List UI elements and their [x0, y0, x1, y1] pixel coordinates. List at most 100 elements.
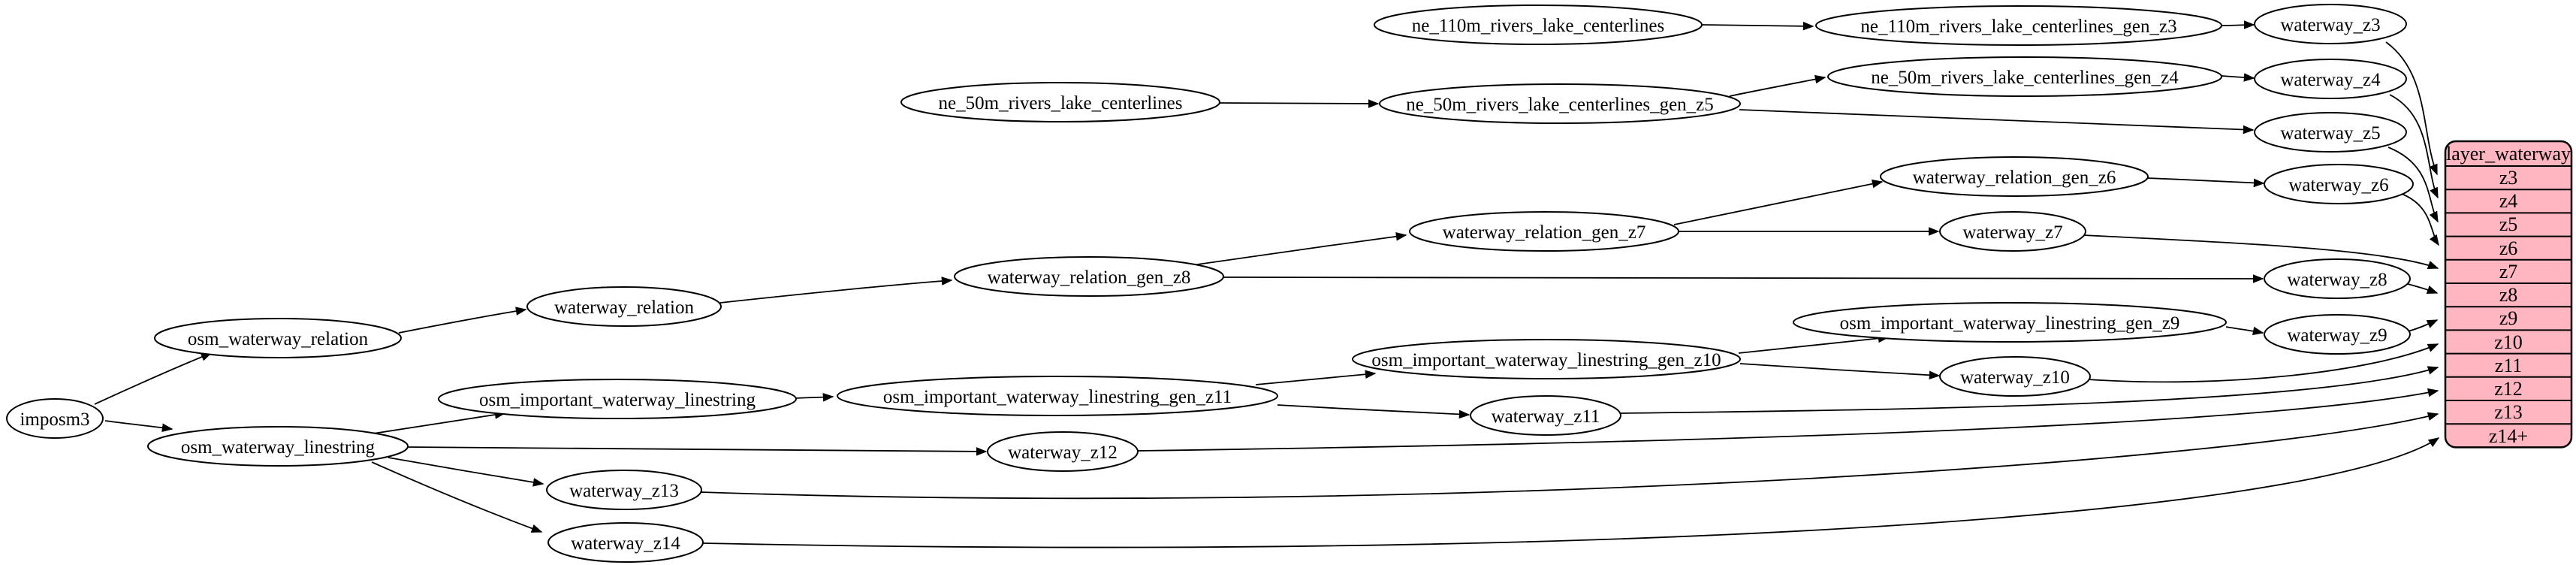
edge-waterway_z8-to-row_z8: [2407, 283, 2439, 294]
node-osm_important_waterway_linestring_gen_z11: osm_important_waterway_linestring_gen_z1…: [837, 376, 1278, 416]
node-ne_110m_rivers_lake_centerlines_gen_z3: ne_110m_rivers_lake_centerlines_gen_z3: [1815, 5, 2222, 46]
node-osm_important_waterway_linestring_gen_z11-ellipse: [837, 376, 1278, 416]
edge-waterway_relation-to-wr_gen_z8: [719, 276, 953, 304]
node-waterway_relation_gen_z8: waterway_relation_gen_z8: [954, 256, 1224, 297]
table-row-z13: z13: [2494, 401, 2523, 423]
node-osm_waterway_linestring: osm_waterway_linestring: [147, 426, 409, 467]
nodes: ne_110m_rivers_lake_centerlines ne_110m_…: [6, 4, 2414, 563]
table-row-z7: z7: [2499, 261, 2518, 282]
node-osm_important_waterway_linestring_gen_z9-ellipse: [1793, 302, 2227, 343]
node-waterway_z12: waterway_z12: [987, 431, 1139, 472]
edge-oiw_gen_z11-to-oiw_gen_z10: [1255, 370, 1377, 385]
node-osm_important_waterway_linestring_gen_z10-label: osm_important_waterway_linestring_gen_z1…: [1371, 350, 1721, 370]
table-layer_waterway-frame: [2444, 140, 2573, 449]
node-ne_50m_rivers_lake_centerlines_gen_z4-label: ne_50m_rivers_lake_centerlines_gen_z4: [1871, 68, 2179, 88]
table-row-z3: z3: [2499, 167, 2518, 189]
node-waterway_z8-label: waterway_z8: [2287, 270, 2387, 290]
node-osm_important_waterway_linestring_gen_z9: osm_important_waterway_linestring_gen_z9: [1793, 302, 2227, 343]
node-waterway_z10: waterway_z10: [1939, 356, 2091, 397]
node-waterway_z5-label: waterway_z5: [2280, 123, 2380, 144]
edge-ne50m_gen_z4-to-waterway_z4: [2221, 73, 2255, 82]
node-waterway_relation-label: waterway_relation: [554, 298, 695, 318]
edge-ne110m_gen_z3-to-waterway_z3: [2221, 20, 2255, 29]
node-waterway_z4-ellipse: [2254, 59, 2407, 99]
node-waterway_z3-label: waterway_z3: [2280, 15, 2380, 35]
edge-osm_waterway_linestring-to-osm_important: [373, 410, 506, 434]
node-osm_important_waterway_linestring_gen_z9-label: osm_important_waterway_linestring_gen_z9: [1840, 313, 2180, 334]
table-row-z9: z9: [2499, 307, 2518, 329]
node-waterway_z3: waterway_z3: [2254, 4, 2407, 44]
node-ne_50m_rivers_lake_centerlines-label: ne_50m_rivers_lake_centerlines: [939, 93, 1183, 113]
node-waterway_z14-label: waterway_z14: [571, 533, 680, 554]
node-waterway_z4: waterway_z4: [2254, 59, 2407, 99]
edge-wr_gen_z8-to-waterway_z8: [1223, 274, 2264, 283]
node-ne_50m_rivers_lake_centerlines-ellipse: [900, 82, 1220, 122]
node-waterway_z6-label: waterway_z6: [2288, 175, 2388, 195]
node-waterway_z9: waterway_z9: [2264, 314, 2411, 355]
node-ne_110m_rivers_lake_centerlines_gen_z3-ellipse: [1815, 5, 2222, 46]
edge-osm_waterway_linestring-to-waterway_z13: [388, 457, 544, 487]
node-osm_waterway_linestring-ellipse: [147, 426, 409, 467]
edge-waterway_z14-to-row_z14plus: [702, 437, 2440, 548]
node-waterway_z7-ellipse: [1939, 211, 2086, 252]
node-waterway_z13-label: waterway_z13: [569, 481, 679, 501]
table-row-z5: z5: [2499, 213, 2518, 235]
node-ne_50m_rivers_lake_centerlines_gen_z5-ellipse: [1379, 83, 1741, 124]
edge-osm_waterway_linestring-to-waterway_z14: [371, 461, 543, 533]
edge-waterway_z13-to-row_z13: [700, 412, 2439, 500]
node-waterway_relation_gen_z7-label: waterway_relation_gen_z7: [1443, 222, 1646, 243]
node-waterway_relation: waterway_relation: [526, 286, 722, 327]
table-row-z10: z10: [2494, 331, 2523, 353]
node-ne_50m_rivers_lake_centerlines_gen_z4: ne_50m_rivers_lake_centerlines_gen_z4: [1827, 56, 2222, 97]
node-waterway_relation_gen_z6-ellipse: [1880, 156, 2149, 197]
node-waterway_z8: waterway_z8: [2264, 258, 2411, 299]
node-waterway_z10-label: waterway_z10: [1960, 367, 2070, 388]
edge-ne50m_gen_z5-to-ne50m_gen_z4: [1729, 74, 1826, 97]
node-osm_waterway_relation-ellipse: [154, 318, 402, 358]
edge-imposm3-to-osm_waterway_linestring: [104, 420, 173, 433]
node-waterway_z6: waterway_z6: [2264, 164, 2414, 204]
table-row-z8: z8: [2499, 284, 2518, 306]
table-layer_waterway: layer_waterway z3 z4 z5 z6 z7 z8 z9 z10 …: [2444, 140, 2573, 449]
table-row-z11: z11: [2495, 355, 2523, 376]
node-ne_50m_rivers_lake_centerlines_gen_z5: ne_50m_rivers_lake_centerlines_gen_z5: [1379, 83, 1741, 124]
node-waterway_z10-ellipse: [1939, 356, 2091, 397]
node-osm_waterway_relation: osm_waterway_relation: [154, 318, 402, 358]
edge-wr_gen_z8-to-wr_gen_z7: [1191, 232, 1407, 266]
node-waterway_relation_gen_z7: waterway_relation_gen_z7: [1409, 211, 1679, 252]
edge-waterway_z12-to-row_z12: [1136, 388, 2439, 452]
node-ne_110m_rivers_lake_centerlines_gen_z3-label: ne_110m_rivers_lake_centerlines_gen_z3: [1860, 17, 2176, 37]
node-osm_important_waterway_linestring-ellipse: [438, 379, 797, 419]
edge-imposm3-to-osm_waterway_relation: [94, 352, 213, 405]
table-row-z6: z6: [2499, 237, 2518, 259]
edge-wr_gen_z7-to-wr_gen_z6: [1673, 179, 1884, 225]
node-waterway_relation_gen_z7-ellipse: [1409, 211, 1679, 252]
node-waterway_z12-ellipse: [987, 431, 1139, 472]
table-row-z14plus: z14+: [2489, 425, 2528, 447]
node-osm_waterway_linestring-label: osm_waterway_linestring: [181, 437, 376, 458]
edge-waterway_z7-to-row_z7: [2083, 234, 2439, 270]
node-ne_50m_rivers_lake_centerlines_gen_z5-label: ne_50m_rivers_lake_centerlines_gen_z5: [1406, 95, 1714, 115]
node-waterway_z4-label: waterway_z4: [2280, 70, 2381, 90]
node-waterway_z14-ellipse: [547, 522, 704, 563]
edge-waterway_z3-to-row_z3: [2385, 41, 2438, 176]
edge-waterway_z4-to-row_z4: [2389, 94, 2439, 199]
edge-ne50m_gen_z5-to-waterway_z5: [1739, 109, 2255, 134]
node-waterway_z8-ellipse: [2264, 258, 2411, 299]
node-imposm3: imposm3: [6, 398, 104, 439]
node-ne_110m_rivers_lake_centerlines-label: ne_110m_rivers_lake_centerlines: [1412, 16, 1664, 36]
node-ne_50m_rivers_lake_centerlines_gen_z4-ellipse: [1827, 56, 2222, 97]
node-imposm3-ellipse: [6, 398, 104, 439]
table-title: layer_waterway: [2446, 143, 2571, 165]
node-ne_50m_rivers_lake_centerlines: ne_50m_rivers_lake_centerlines: [900, 82, 1220, 122]
node-osm_important_waterway_linestring_gen_z11-label: osm_important_waterway_linestring_gen_z1…: [883, 387, 1232, 407]
node-waterway_z11-ellipse: [1470, 395, 1621, 436]
node-waterway_z12-label: waterway_z12: [1008, 443, 1118, 463]
node-waterway_z7: waterway_z7: [1939, 211, 2086, 252]
node-waterway_relation_gen_z8-ellipse: [954, 256, 1224, 297]
node-waterway_relation_gen_z6-label: waterway_relation_gen_z6: [1913, 168, 2116, 188]
edge-oiw_gen_z10-to-waterway_z10: [1739, 363, 1941, 380]
edge-waterway_z5-to-row_z5: [2387, 147, 2439, 223]
edge-ne50m-to-ne50m_gen_z5: [1219, 99, 1380, 108]
